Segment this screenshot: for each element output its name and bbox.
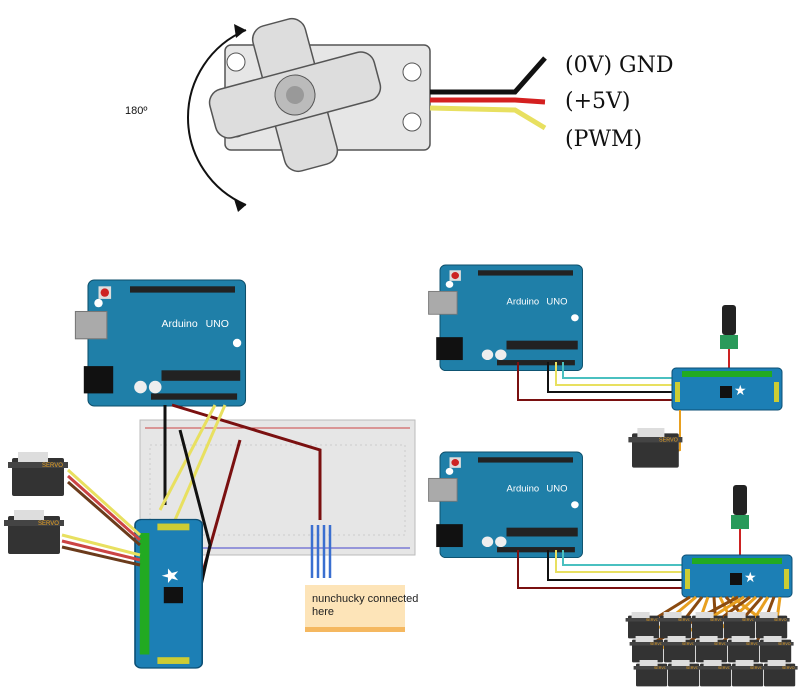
pwm-wire <box>429 105 547 131</box>
pca9685-board <box>671 367 783 411</box>
rotation-arc <box>186 29 247 206</box>
dc-jack <box>722 305 736 335</box>
servo <box>693 636 730 663</box>
note-card: nunchucky connected here <box>305 585 418 632</box>
multi-servo-setup: Arduino UNO <box>428 451 798 687</box>
svg-text:here: here <box>312 606 334 618</box>
dc-jack <box>733 485 747 515</box>
servo <box>625 612 662 639</box>
servo <box>725 636 762 663</box>
single-servo-setup: Arduino UNO <box>428 264 783 468</box>
breadboard-wiring: Arduino UNO nunchucky connected here <box>4 279 418 669</box>
servo <box>629 636 666 663</box>
svg-text:Arduino: Arduino <box>507 484 540 494</box>
nunchuck-wires <box>310 525 332 578</box>
vcc-label: (+5V) <box>565 89 630 114</box>
arduino-uno-board: Arduino UNO <box>428 264 583 372</box>
svg-text:Arduino: Arduino <box>162 318 198 330</box>
servo <box>665 660 702 687</box>
servo-1 <box>8 452 68 496</box>
servo <box>661 636 698 663</box>
servo <box>721 612 758 639</box>
arduino-uno-board: Arduino UNO <box>74 279 247 407</box>
vcc-wire <box>430 97 546 105</box>
arduino-uno-board: Arduino UNO <box>428 451 583 559</box>
svg-text:UNO: UNO <box>546 297 567 307</box>
svg-text:nunchucky connected: nunchucky connected <box>312 593 418 605</box>
servo-horn <box>208 17 382 173</box>
gnd-label: (0V) GND <box>565 53 674 78</box>
gnd-wire <box>430 56 547 95</box>
servo <box>757 636 794 663</box>
svg-text:UNO: UNO <box>206 318 229 330</box>
servo <box>657 612 694 639</box>
pca9685-board <box>681 554 793 598</box>
servo <box>633 660 670 687</box>
servo <box>689 612 726 639</box>
servo <box>761 660 798 687</box>
servo <box>628 428 683 468</box>
servo <box>753 612 790 639</box>
pca9685-board <box>134 518 204 669</box>
arrowhead-icon <box>234 24 246 38</box>
arrowhead-icon <box>234 199 246 212</box>
servo <box>697 660 734 687</box>
servo-2 <box>4 510 64 554</box>
svg-text:Arduino: Arduino <box>507 297 540 307</box>
servo-pinout: 180º (0V) GND (+5V) (PWM) <box>125 17 674 212</box>
servo-array <box>625 595 798 687</box>
svg-text:UNO: UNO <box>546 484 567 494</box>
rotation-label: 180º <box>125 105 147 117</box>
pwm-label: (PWM) <box>565 127 642 152</box>
servo <box>729 660 766 687</box>
